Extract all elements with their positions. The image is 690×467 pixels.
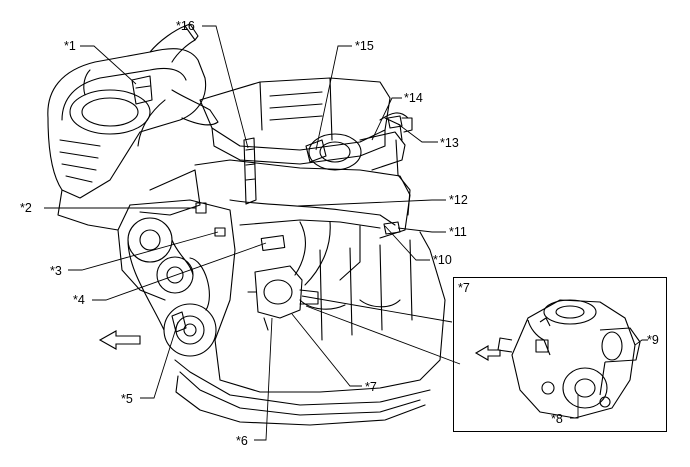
callout-7: *7 — [365, 380, 377, 394]
callout-14: *14 — [404, 91, 423, 105]
callout-13: *13 — [440, 136, 459, 150]
leader-4 — [92, 242, 267, 301]
callout-8: *8 — [551, 412, 563, 426]
leader-6 — [254, 317, 273, 441]
callout-9: *9 — [647, 333, 659, 347]
leader-3 — [68, 231, 219, 271]
inset-label: *7 — [458, 281, 470, 295]
leader-inset-bottom — [305, 305, 461, 365]
callout-5: *5 — [121, 392, 133, 406]
inset-frame — [453, 277, 667, 432]
inset-direction-arrow — [474, 345, 501, 361]
leader-9 — [634, 339, 648, 346]
leader-lines — [44, 25, 648, 441]
callout-2: *2 — [20, 201, 32, 215]
engine-illustration — [47, 23, 446, 426]
callout-4: *4 — [73, 293, 85, 307]
leader-7 — [291, 313, 362, 387]
callout-10: *10 — [433, 253, 452, 267]
leader-10 — [384, 225, 430, 261]
callout-12: *12 — [449, 193, 468, 207]
callout-16: *16 — [176, 19, 195, 33]
leader-8 — [570, 395, 579, 419]
front-direction-arrow — [98, 330, 141, 350]
callout-15: *15 — [355, 39, 374, 53]
callout-1: *1 — [64, 39, 76, 53]
supply-pump-detail — [497, 299, 641, 419]
leader-inset-top — [301, 295, 453, 323]
callout-11: *11 — [449, 225, 467, 239]
callout-6: *6 — [236, 434, 248, 448]
leader-11 — [397, 227, 446, 233]
leader-15 — [315, 45, 352, 151]
leader-1 — [80, 45, 137, 85]
leader-13 — [397, 123, 438, 143]
leader-14 — [371, 97, 402, 141]
leader-16 — [202, 25, 249, 149]
callout-3: *3 — [50, 264, 62, 278]
leader-5 — [140, 321, 179, 399]
leader-12 — [297, 199, 446, 207]
